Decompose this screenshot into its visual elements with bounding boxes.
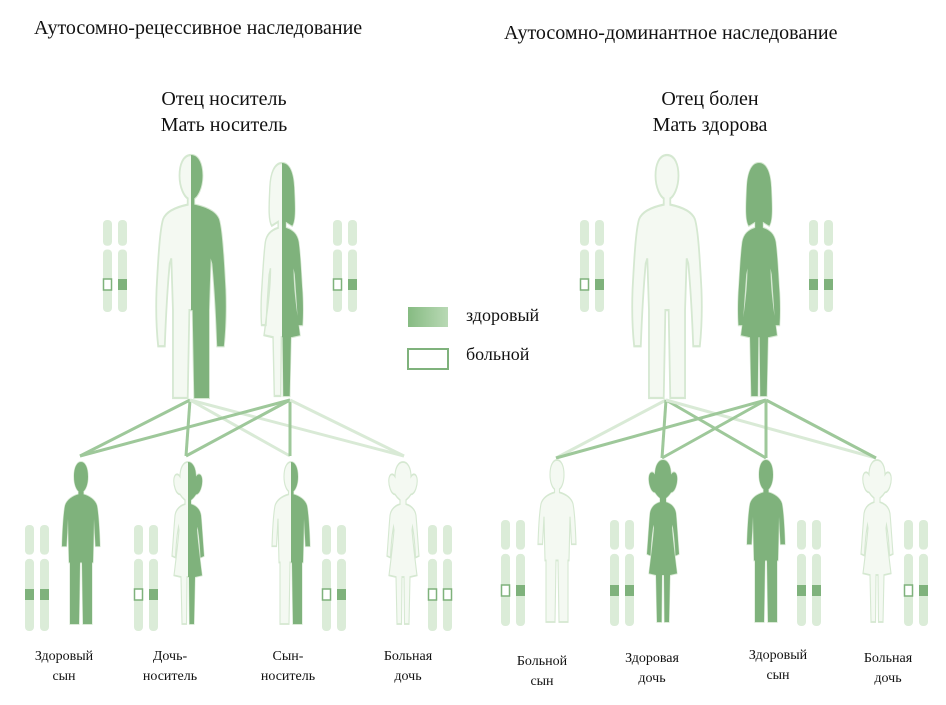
left-line-f4 — [189, 398, 405, 458]
left-father-status: Отец носитель — [161, 88, 287, 110]
right-child-3-label-line1: Здоровый — [748, 648, 808, 663]
right-line-m1 — [555, 398, 767, 460]
left-child-4-label-line1: Больная — [383, 649, 433, 664]
left-child-4-label: Больная дочь — [366, 647, 450, 687]
chromosome-pairs — [25, 220, 928, 631]
right-child-3-label: Здоровый сын — [736, 646, 820, 686]
right-child-sick-son-figure — [537, 459, 577, 623]
right-diagram-title: Аутосомно-доминантное наследование — [504, 22, 838, 44]
left-line-f1 — [79, 398, 191, 458]
right-child-sick-daughter-figure — [860, 459, 894, 623]
right-child-1-chromosomes — [500, 520, 525, 626]
right-mother-figure — [737, 161, 781, 398]
right-child-3-label-line2: сын — [766, 668, 790, 683]
right-child-1-label-line1: Больной — [516, 654, 568, 669]
right-child-4-label-line2: дочь — [874, 671, 902, 686]
left-child-2-label-line2: носитель — [142, 669, 198, 684]
right-child-2-label-line1: Здоровая — [625, 651, 679, 666]
left-child-2-chromosomes — [133, 525, 158, 631]
left-diagram-title: Аутосомно-рецессивное наследование — [34, 17, 363, 39]
right-child-1-label: Больной сын — [500, 652, 584, 692]
right-child-4-label-line1: Больная — [863, 651, 913, 666]
left-line-m2 — [185, 398, 291, 458]
left-child-1-label-line2: сын — [52, 669, 76, 684]
right-child-2-chromosomes — [610, 520, 634, 626]
left-child-1-chromosomes — [25, 525, 49, 631]
left-child-2-label: Дочь- носитель — [128, 647, 212, 687]
right-child-3-chromosomes — [797, 520, 821, 626]
left-child-1-label-line1: Здоровый — [34, 649, 94, 664]
left-mother-chromosomes — [332, 220, 357, 312]
right-father-chromosomes — [579, 220, 604, 312]
left-child-4-chromosomes — [427, 525, 453, 631]
right-child-healthy-daughter-figure — [646, 459, 680, 623]
right-line-m4 — [765, 398, 877, 460]
left-child-3-label: Сын- носитель — [246, 647, 330, 687]
right-child-1-label-line2: сын — [530, 674, 554, 689]
right-father-status: Отец болен — [661, 88, 759, 110]
right-father-figure — [631, 153, 703, 400]
left-child-3-chromosomes — [321, 525, 346, 631]
left-line-m4 — [289, 398, 405, 458]
left-child-2-label-line1: Дочь- — [152, 649, 188, 664]
left-father-figure — [155, 153, 227, 400]
right-child-healthy-son-figure — [746, 459, 786, 623]
right-child-2-label: Здоровая дочь — [610, 649, 694, 689]
right-mother-status: Мать здорова — [652, 114, 768, 136]
left-child-3-label-line2: носитель — [260, 669, 316, 684]
left-father-chromosomes — [102, 220, 127, 312]
right-mother-chromosomes — [809, 220, 833, 312]
right-line-m2 — [661, 398, 767, 460]
left-child-sick-daughter-figure — [386, 461, 420, 625]
right-parents-caption: Отец болен Мать здорова — [610, 86, 810, 138]
left-child-carrier-daughter-figure — [171, 461, 205, 625]
left-child-carrier-son-figure — [271, 461, 311, 625]
left-parents-caption: Отец носитель Мать носитель — [124, 86, 324, 138]
right-line-f1 — [555, 398, 667, 460]
left-child-4-label-line2: дочь — [394, 669, 422, 684]
left-line-m1 — [79, 398, 291, 458]
left-child-1-label: Здоровый сын — [22, 647, 106, 687]
right-child-4-label: Больная дочь — [846, 649, 930, 689]
legend-healthy-swatch — [408, 307, 448, 327]
legend-healthy-label: здоровый — [466, 305, 540, 325]
right-line-f4 — [665, 398, 877, 460]
right-child-2-label-line2: дочь — [638, 671, 666, 686]
left-child-healthy-son-figure — [61, 461, 101, 625]
inheritance-lines — [79, 398, 877, 460]
right-child-4-chromosomes — [903, 520, 928, 626]
left-mother-status: Мать носитель — [160, 114, 288, 136]
left-child-3-label-line1: Сын- — [272, 649, 304, 664]
legend-sick-swatch — [407, 348, 449, 370]
family-figures — [61, 153, 894, 625]
legend-sick-label: больной — [466, 344, 530, 364]
